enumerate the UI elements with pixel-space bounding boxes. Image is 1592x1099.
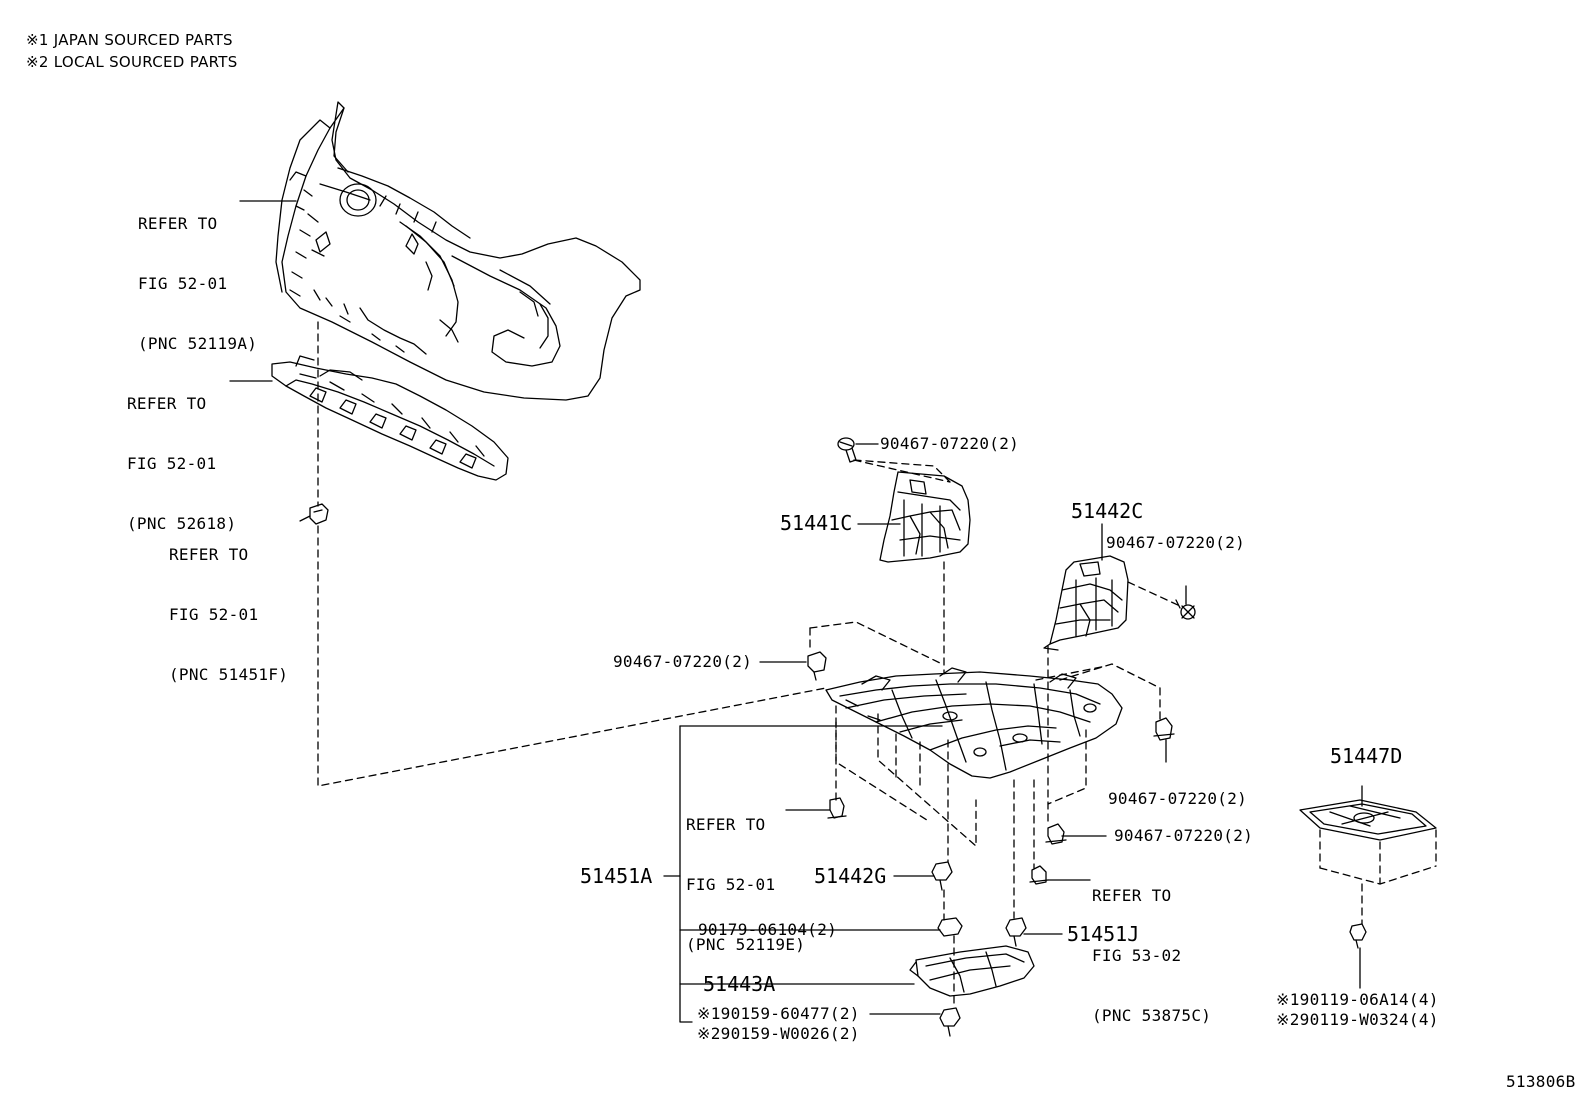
ref-line-3: (PNC 52119A): [138, 334, 258, 353]
ref-line-3: (PNC 52119E): [686, 935, 806, 954]
ref-line-2: FIG 52-01: [138, 274, 228, 293]
fastener-drawings: [808, 652, 1366, 1036]
absorber-drawing: [272, 356, 508, 480]
clip-top-drawing: [838, 438, 856, 462]
ref-line-2: FIG 53-02: [1092, 946, 1182, 965]
leader-lines: [230, 201, 1362, 1022]
label-fastener-screw-1[interactable]: ※190119-06A14(4): [1276, 990, 1439, 1009]
label-fastener-bolt-1[interactable]: ※190159-60477(2): [697, 1004, 860, 1023]
label-part-51442G[interactable]: 51442G: [814, 864, 887, 888]
label-fastener-screw-2[interactable]: ※290119-W0324(4): [1276, 1010, 1439, 1029]
label-fastener-bolt-2[interactable]: ※290159-W0026(2): [697, 1024, 860, 1043]
label-part-51443A[interactable]: 51443A: [703, 972, 776, 996]
front-bumper-cover-drawing: [276, 102, 640, 400]
label-fastener-right-upper[interactable]: 90467-07220(2): [1106, 533, 1246, 552]
ref-line-1: REFER TO: [127, 394, 207, 413]
ref-line-2: FIG 52-01: [686, 875, 776, 894]
label-part-51441C[interactable]: 51441C: [780, 511, 853, 535]
ref-line-1: REFER TO: [169, 545, 249, 564]
label-part-51451A[interactable]: 51451A: [580, 864, 653, 888]
side-cover-51441C-drawing: [880, 472, 970, 562]
ref-line-3: (PNC 52618): [127, 514, 237, 533]
ref-line-2: FIG 52-01: [169, 605, 259, 624]
assembly-dashed-lines: [318, 322, 1362, 1008]
figure-id: 513806B: [1506, 1072, 1576, 1091]
ref-line-1: REFER TO: [1092, 886, 1172, 905]
bolt-51442C-drawing: [1176, 600, 1195, 619]
ref-bumper-cover[interactable]: REFER TO FIG 52-01 (PNC 52119A): [138, 174, 257, 374]
label-part-51442C[interactable]: 51442C: [1071, 499, 1144, 523]
under-cover-51451A-drawing: [826, 668, 1122, 778]
note-local-sourced: ※2 LOCAL SOURCED PARTS: [26, 53, 238, 71]
note-japan-sourced: ※1 JAPAN SOURCED PARTS: [26, 31, 233, 49]
label-part-51451J[interactable]: 51451J: [1067, 922, 1140, 946]
ref-line-3: (PNC 51451F): [169, 665, 289, 684]
label-fastener-right-low[interactable]: 90467-07220(2): [1114, 826, 1254, 845]
label-part-51447D[interactable]: 51447D: [1330, 744, 1403, 768]
side-cover-51442C-drawing: [1044, 556, 1128, 650]
retainer-clip-51451F: [310, 504, 328, 524]
ref-clip-53875C[interactable]: REFER TO FIG 53-02 (PNC 53875C): [1092, 846, 1211, 1046]
ref-line-1: REFER TO: [686, 815, 766, 834]
ref-line-1: REFER TO: [138, 214, 218, 233]
ref-retainer[interactable]: REFER TO FIG 52-01 (PNC 51451F): [169, 505, 288, 705]
ref-line-3: (PNC 53875C): [1092, 1006, 1212, 1025]
label-fastener-right-mid[interactable]: 90467-07220(2): [1108, 789, 1248, 808]
cover-51443A-drawing: [910, 946, 1034, 996]
ref-line-2: FIG 52-01: [127, 454, 217, 473]
ref-absorber[interactable]: REFER TO FIG 52-01 (PNC 52618): [127, 354, 236, 554]
box-51447D-drawing: [1300, 800, 1436, 884]
label-fastener-top[interactable]: 90467-07220(2): [880, 434, 1020, 453]
ref-clip-52119E[interactable]: REFER TO FIG 52-01 (PNC 52119E): [686, 775, 805, 975]
label-fastener-nut[interactable]: 90179-06104(2): [698, 920, 838, 939]
label-fastener-left[interactable]: 90467-07220(2): [613, 652, 753, 671]
